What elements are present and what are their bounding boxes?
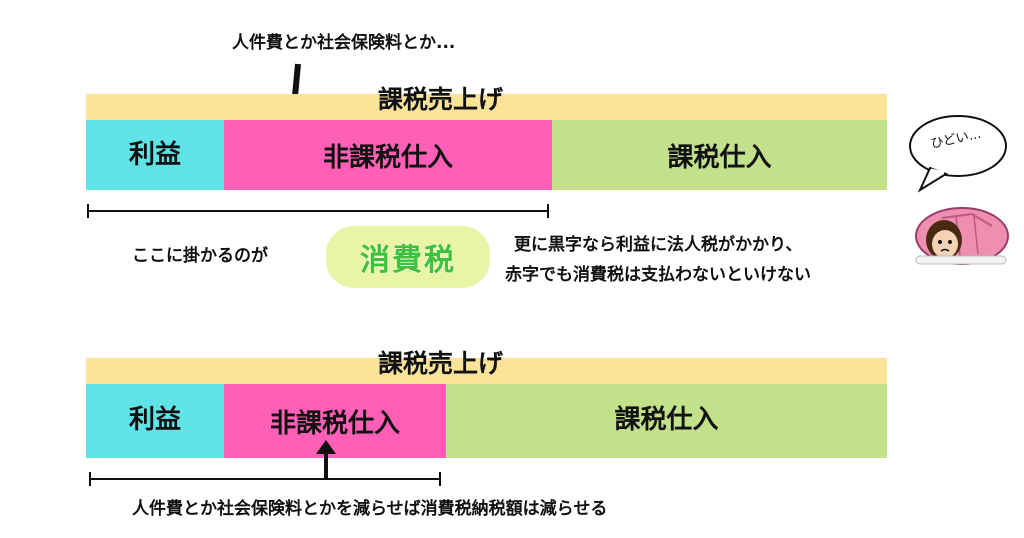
top-note: 人件費とか社会保険料とか... bbox=[232, 33, 456, 53]
bracket-tick-right-1 bbox=[547, 204, 549, 218]
taxable-purchase-segment: 課税仕入 bbox=[552, 120, 887, 190]
explain-left: ここに掛かるのが bbox=[132, 246, 268, 266]
profit-label-2: 利益 bbox=[128, 404, 181, 435]
non-taxable-purchase-segment: 非課税仕入 bbox=[224, 120, 552, 190]
bracket-line-2 bbox=[90, 478, 440, 480]
non-taxable-purchase-label: 非課税仕入 bbox=[322, 142, 453, 173]
bracket-tick-left-1 bbox=[87, 204, 89, 218]
profit-segment-2: 利益 bbox=[86, 384, 224, 458]
bracket-line-1 bbox=[88, 210, 548, 212]
non-taxable-purchase-segment-2: 非課税仕入 bbox=[224, 384, 446, 458]
consumption-tax-badge: 消費税 bbox=[326, 226, 490, 288]
sad-person-illustration bbox=[915, 207, 1009, 265]
bottom-note: 人件費とか社会保険料とかを減らせば消費税納税額は減らせる bbox=[132, 499, 608, 519]
up-arrow bbox=[316, 440, 336, 478]
taxable-purchase-label: 課税仕入 bbox=[667, 142, 772, 173]
profit-segment: 利益 bbox=[86, 120, 224, 190]
profit-label: 利益 bbox=[128, 139, 181, 170]
taxable-purchase-label-2: 課税仕入 bbox=[614, 404, 719, 435]
bracket-tick-left-2 bbox=[89, 472, 91, 486]
taxable-purchase-segment-2: 課税仕入 bbox=[446, 384, 887, 458]
speech-bubble bbox=[909, 115, 1007, 193]
non-taxable-purchase-label-2: 非課税仕入 bbox=[269, 408, 400, 439]
explain-right-1: 更に黒字なら利益に法人税がかかり、 bbox=[514, 235, 803, 255]
taxable-sales-band bbox=[86, 94, 887, 120]
taxable-sales-title: 課税売上げ bbox=[378, 85, 504, 114]
taxable-sales-title-2: 課税売上げ bbox=[378, 349, 504, 378]
taxable-sales-band-2 bbox=[86, 358, 887, 384]
explain-right-2: 赤字でも消費税は支払わないといけない bbox=[505, 265, 811, 285]
bracket-tick-right-2 bbox=[439, 472, 441, 486]
